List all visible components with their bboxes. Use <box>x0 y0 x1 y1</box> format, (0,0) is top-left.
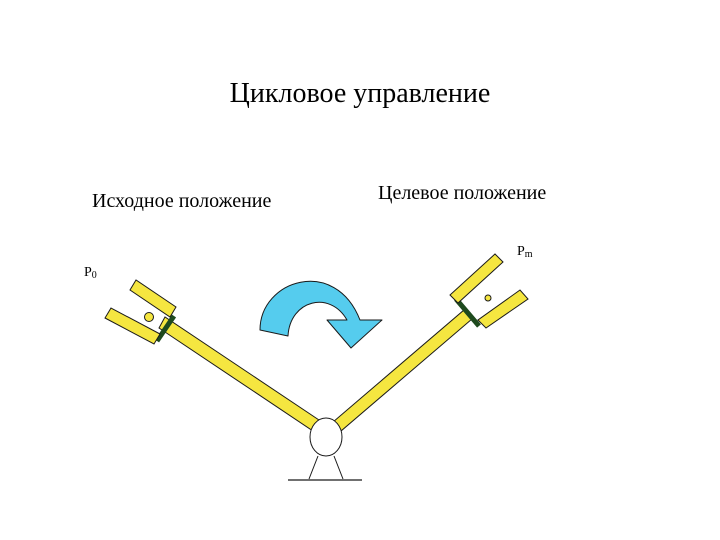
slide-title: Цикловое управление <box>229 78 491 109</box>
target-position-label: Целевое положение <box>378 182 547 204</box>
left-gripper-upper-jaw <box>129 279 177 318</box>
base-joint <box>309 417 343 457</box>
left-gripper-lower-jaw <box>104 307 161 345</box>
right-workpiece <box>484 294 492 302</box>
left-gripper-base <box>154 314 177 343</box>
start-point-index: 0 <box>91 270 97 281</box>
rotation-arrow <box>259 280 383 349</box>
left-workpiece <box>144 312 154 322</box>
target-point-label: Pm <box>517 243 533 262</box>
left-arm-link <box>158 316 320 432</box>
base-leg-left <box>308 455 319 480</box>
base-leg-right <box>333 455 344 480</box>
start-position-label: Исходное положение <box>92 190 272 212</box>
right-gripper-base <box>454 297 481 328</box>
target-point-letter: P <box>517 244 525 259</box>
start-point-letter: P <box>84 265 92 280</box>
right-gripper-lower-jaw <box>477 289 529 329</box>
target-point-index: m <box>524 249 533 260</box>
right-gripper-upper-jaw <box>449 253 504 304</box>
start-point-label: P0 <box>84 264 97 283</box>
